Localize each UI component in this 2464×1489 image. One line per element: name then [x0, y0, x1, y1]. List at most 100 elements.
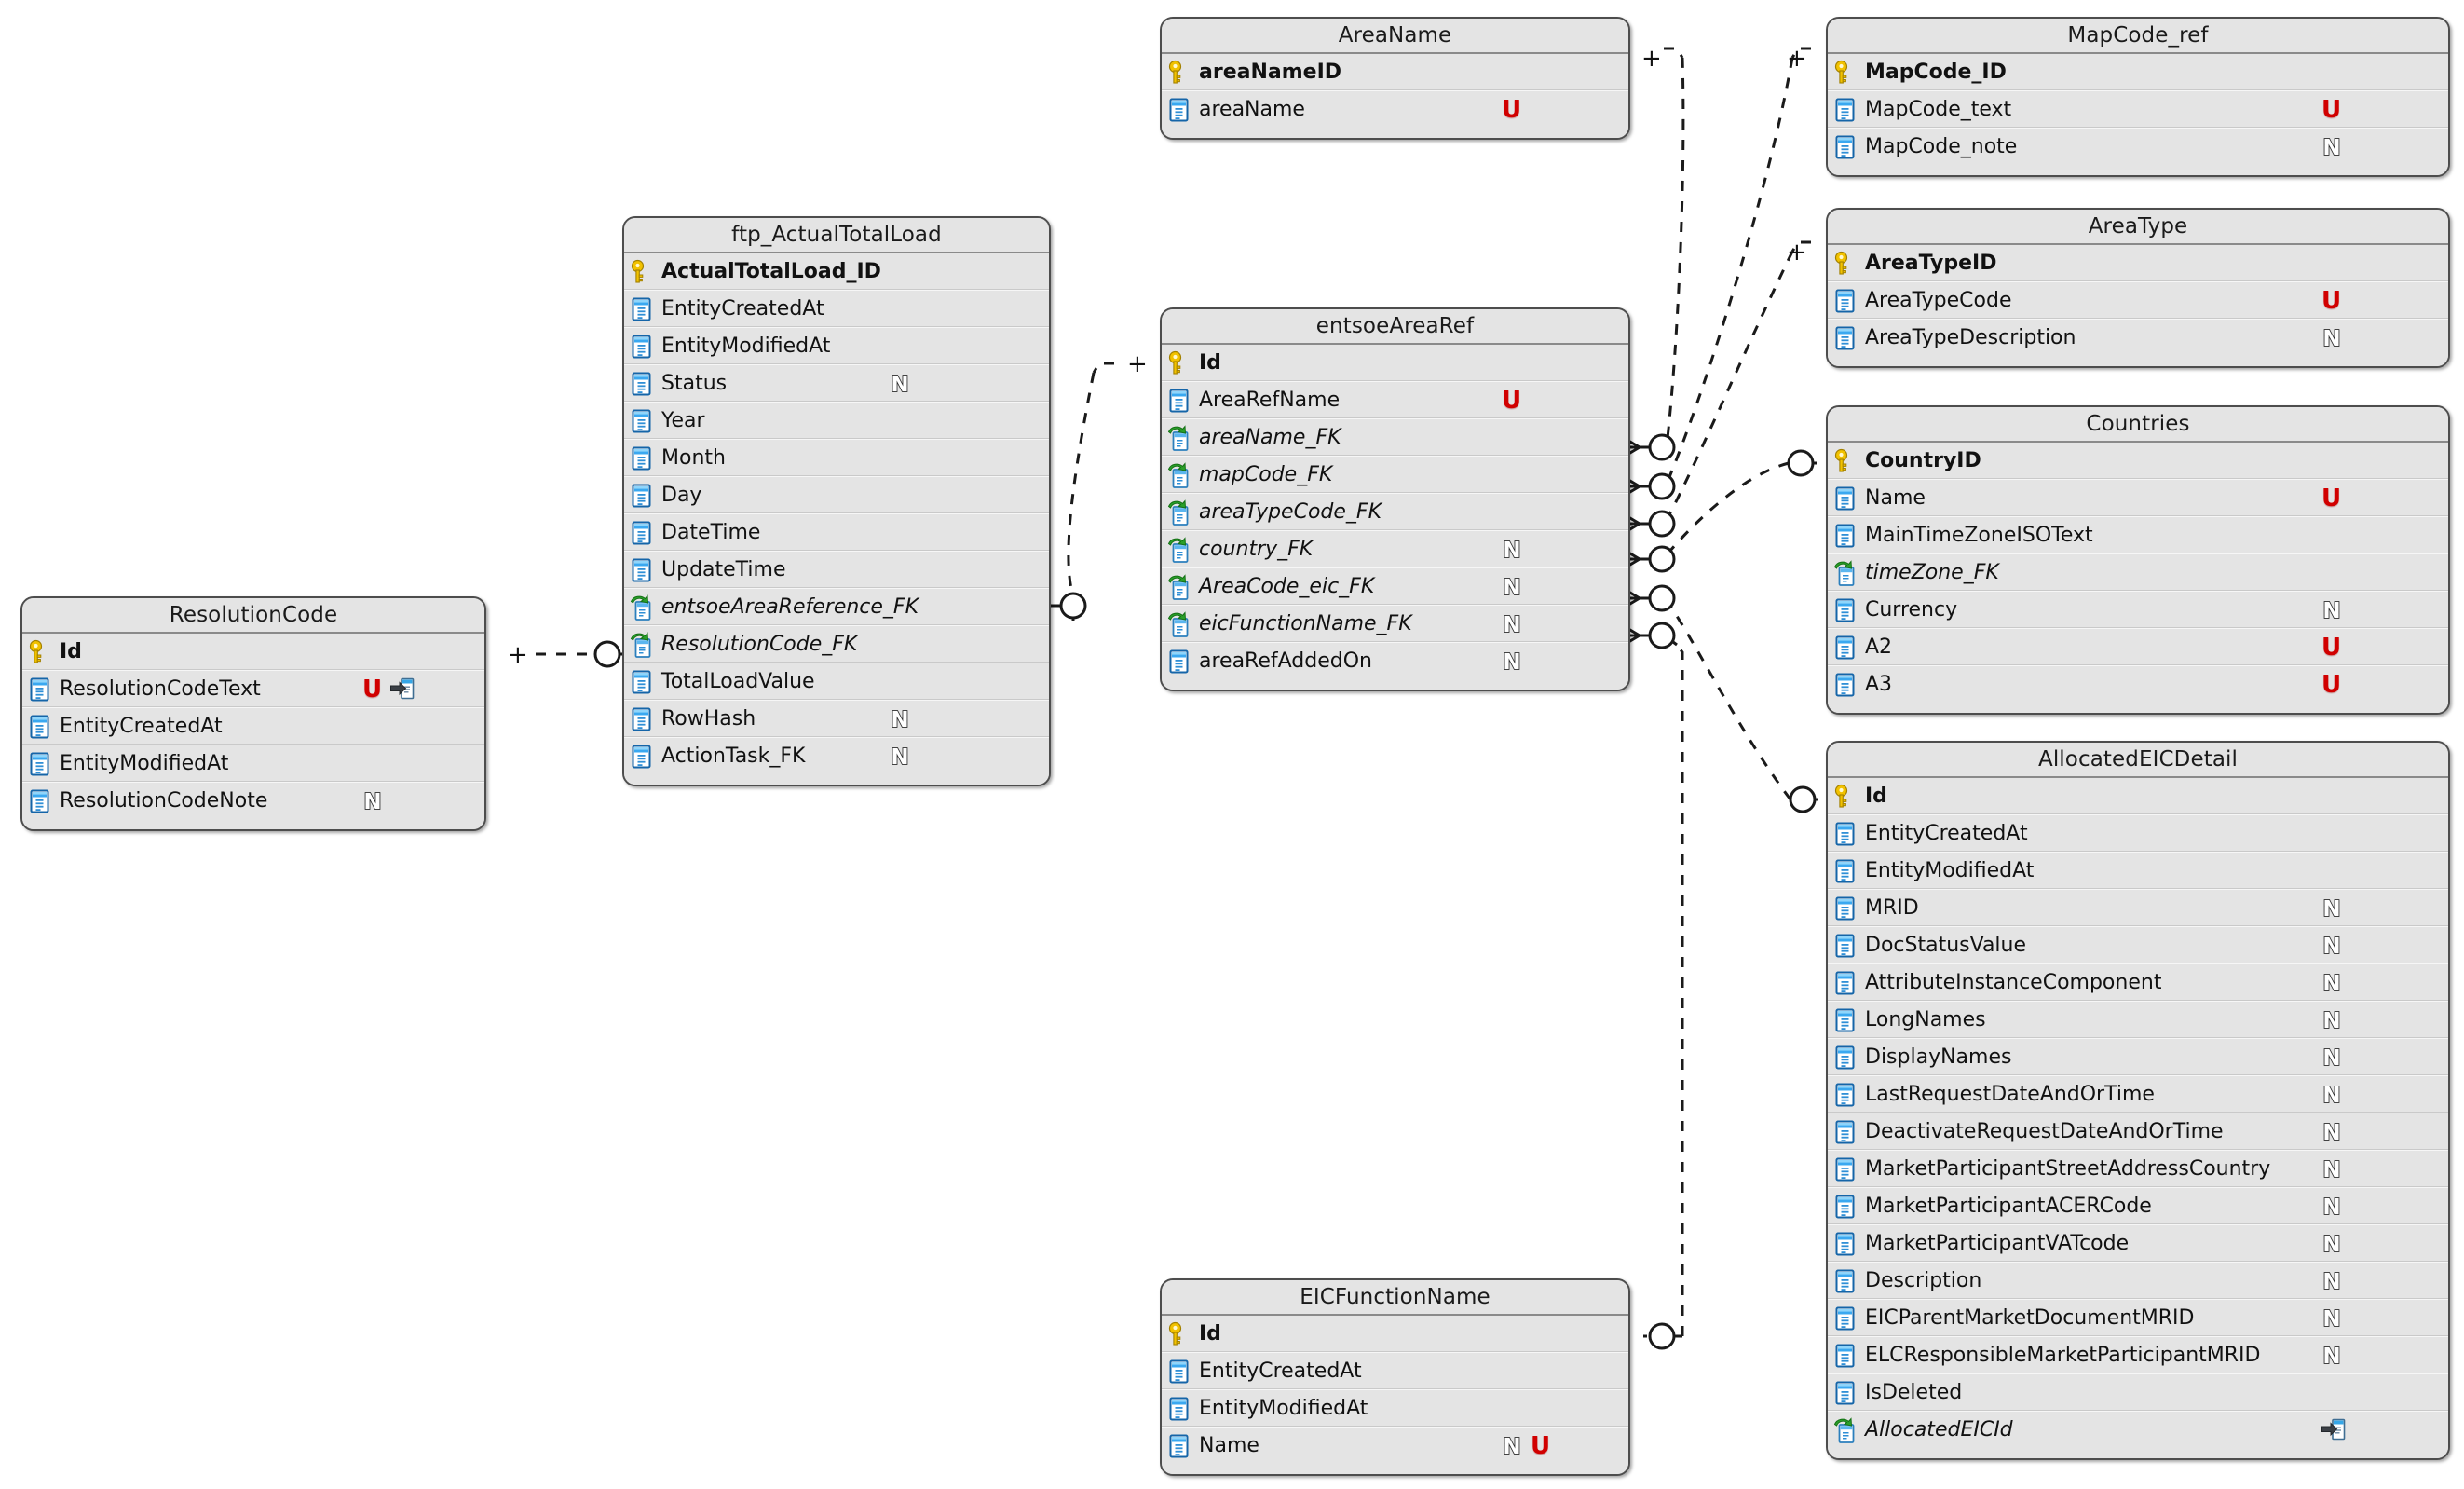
attribute-row[interactable]: MapCode_ID — [1828, 54, 2448, 91]
nullable-icon: N — [2321, 1083, 2342, 1107]
attribute-row[interactable]: EntityCreatedAt — [22, 708, 484, 745]
attribute-row[interactable]: DateTime — [624, 514, 1049, 552]
attribute-name: EntityModifiedAt — [661, 334, 831, 358]
attribute-row[interactable]: CountryID — [1828, 443, 2448, 480]
attribute-row[interactable]: EntityModifiedAt — [22, 745, 484, 783]
attribute-row[interactable]: areaName_FK — [1162, 419, 1628, 457]
attribute-name: Id — [60, 639, 82, 663]
attribute-row[interactable]: timeZone_FK — [1828, 554, 2448, 592]
attribute-row[interactable]: Id — [22, 634, 484, 671]
attribute-flags: N — [1502, 612, 1522, 636]
attribute-row[interactable]: EntityModifiedAt — [624, 328, 1049, 365]
attribute-name: EntityCreatedAt — [1199, 1359, 1362, 1383]
svg-text:N: N — [2322, 1084, 2340, 1107]
attribute-row[interactable]: TotalLoadValue — [624, 663, 1049, 701]
svg-text:N: N — [2322, 1046, 2340, 1070]
key-icon — [1833, 251, 1858, 277]
attribute-name: MarketParticipantVATcode — [1865, 1231, 2130, 1255]
attribute-row[interactable]: Id — [1162, 1316, 1628, 1353]
ref-arrow-icon — [390, 677, 415, 702]
attribute-row[interactable]: EntityCreatedAt — [624, 291, 1049, 328]
svg-text:N: N — [2322, 599, 2340, 622]
attribute-row[interactable]: Id — [1162, 345, 1628, 382]
attribute-row[interactable]: AllocatedEICId — [1828, 1412, 2448, 1449]
attribute-row[interactable]: EntityModifiedAt — [1828, 853, 2448, 890]
attribute-row[interactable]: mapCode_FK — [1162, 457, 1628, 494]
attribute-row[interactable]: EntityCreatedAt — [1828, 815, 2448, 853]
attribute-row[interactable]: areaTypeCode_FK — [1162, 494, 1628, 531]
attribute-row[interactable]: Year — [624, 403, 1049, 440]
column-icon — [1833, 895, 1858, 922]
column-icon — [1167, 1433, 1191, 1459]
attribute-name: Month — [661, 445, 726, 470]
attribute-row[interactable]: entsoeAreaReference_FK — [624, 589, 1049, 626]
attribute-row[interactable]: EntityCreatedAt — [1162, 1353, 1628, 1390]
attribute-row[interactable]: EntityModifiedAt — [1162, 1390, 1628, 1428]
column-icon — [630, 706, 654, 732]
attribute-row[interactable]: Month — [624, 440, 1049, 477]
attribute-name: ELCResponsibleMarketParticipantMRID — [1865, 1343, 2261, 1367]
key-icon — [28, 639, 52, 665]
attribute-row[interactable]: MainTimeZoneISOText — [1828, 517, 2448, 554]
attribute-row[interactable]: ResolutionCode_FK — [624, 626, 1049, 663]
attribute-row[interactable]: areaNameID — [1162, 54, 1628, 91]
column-icon — [1167, 388, 1191, 414]
column-icon — [1833, 1268, 1858, 1294]
attribute-row[interactable]: UpdateTime — [624, 552, 1049, 589]
column-icon — [1833, 672, 1858, 698]
attribute-row[interactable]: AreaTypeID — [1828, 245, 2448, 282]
attribute-row[interactable]: IsDeleted — [1828, 1374, 2448, 1412]
attribute-name: ResolutionCode_FK — [661, 632, 858, 656]
column-icon — [630, 445, 654, 471]
attribute-row[interactable]: Day — [624, 477, 1049, 514]
attribute-row[interactable]: ActualTotalLoad_ID — [624, 253, 1049, 291]
svg-text:N: N — [2322, 897, 2340, 921]
column-icon — [28, 751, 52, 777]
attribute-row[interactable]: Id — [1828, 778, 2448, 815]
